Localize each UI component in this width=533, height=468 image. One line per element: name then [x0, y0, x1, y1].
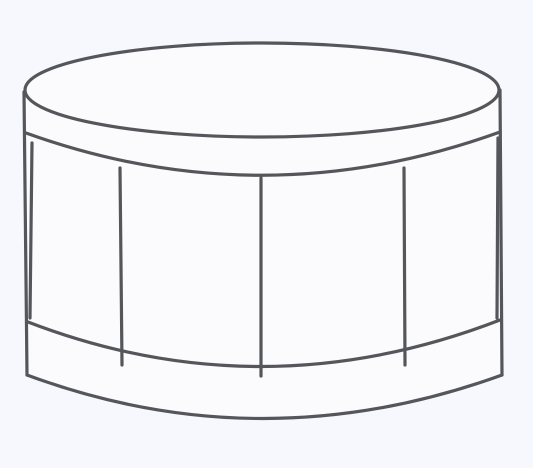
drum-stave-3 — [402, 166, 407, 367]
drum-right-wall — [498, 88, 504, 377]
drum-lid-fill — [25, 43, 499, 137]
drum-left-wall — [22, 90, 29, 377]
drum-inner-right-line — [495, 136, 500, 320]
drum-body-fill — [24, 90, 502, 418]
drum-bottom — [25, 373, 504, 421]
drum-stave-1 — [118, 166, 124, 367]
drum-lower-band — [26, 318, 502, 369]
drum-upper-band — [24, 130, 502, 177]
drum-inner-left-line — [28, 141, 34, 320]
